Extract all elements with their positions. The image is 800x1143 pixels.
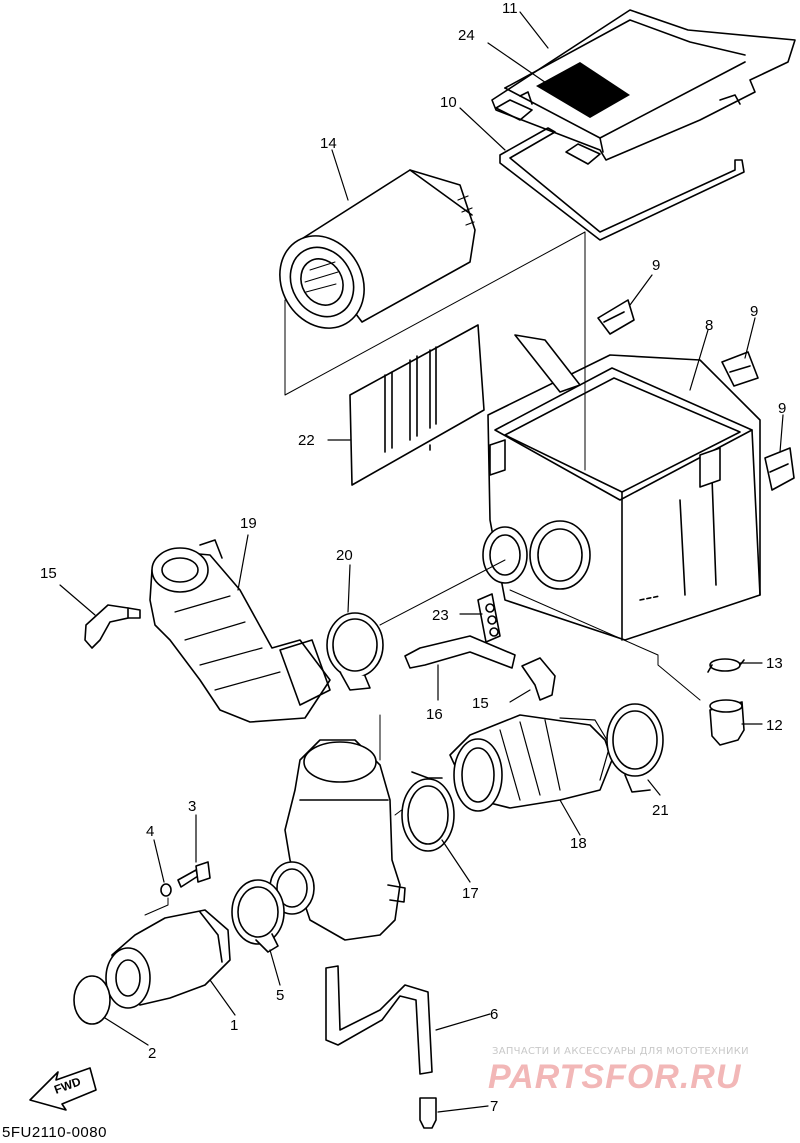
callout-20: 20 <box>336 547 353 564</box>
o-ring-2 <box>73 975 111 1025</box>
callout-5: 5 <box>276 987 284 1004</box>
callout-18: 18 <box>570 835 587 852</box>
hose-clip-23 <box>477 593 501 643</box>
callout-9-c: 9 <box>778 400 786 417</box>
assembly-guide-line <box>144 897 169 916</box>
callout-13: 13 <box>766 655 783 672</box>
callout-19: 19 <box>240 515 257 532</box>
callout-3: 3 <box>188 798 196 815</box>
airbox-outlets <box>482 520 591 590</box>
callout-24: 24 <box>458 27 475 44</box>
callout-7: 7 <box>490 1098 498 1115</box>
leader-lines <box>59 11 784 1113</box>
drain-hose-6 <box>325 965 433 1075</box>
callout-numbers: 11 24 10 14 9 9 9 8 22 19 15 20 23 13 15… <box>40 0 786 1115</box>
airbox-case <box>487 334 761 641</box>
air-filter-element <box>279 169 476 329</box>
hose-clamp-21 <box>606 703 664 793</box>
fwd-arrow-icon: FWD <box>29 1067 97 1111</box>
cover-gasket <box>499 127 745 241</box>
callout-1: 1 <box>230 1017 238 1034</box>
hose-clamp-17 <box>401 771 455 852</box>
air-intake-joint-upper <box>149 539 331 723</box>
elbow-fitting-middle <box>521 657 556 701</box>
carburetor <box>269 739 406 941</box>
clip-13 <box>707 658 745 673</box>
washer-4 <box>160 883 172 897</box>
screw-3 <box>177 861 211 888</box>
airbox-cover <box>491 9 796 165</box>
callout-15-a: 15 <box>40 565 57 582</box>
callout-21: 21 <box>652 802 669 819</box>
callout-4: 4 <box>146 823 154 840</box>
callout-9-b: 9 <box>750 303 758 320</box>
hose-clamp-5 <box>231 879 285 953</box>
callout-10: 10 <box>440 94 457 111</box>
callout-2: 2 <box>148 1045 156 1062</box>
callout-12: 12 <box>766 717 783 734</box>
assembly-guide-line <box>509 589 701 701</box>
callout-11: 11 <box>502 0 518 17</box>
assembly-guide-line <box>284 231 586 396</box>
callout-16: 16 <box>426 706 443 723</box>
hose-clamp-20 <box>326 612 384 691</box>
assembly-guide-line <box>379 559 506 626</box>
elbow-fitting-left <box>84 604 141 649</box>
callout-14: 14 <box>320 135 337 152</box>
callout-9-a: 9 <box>652 257 660 274</box>
carb-joint-1 <box>105 909 231 1009</box>
plug-7 <box>419 1097 437 1129</box>
callout-17: 17 <box>462 885 479 902</box>
breather-hose-16 <box>404 635 516 669</box>
watermark-tagline: ЗАПЧАСТИ И АКСЕССУАРЫ ДЛЯ МОТОТЕХНИКИ <box>492 1046 749 1057</box>
clip-b <box>721 351 759 387</box>
drain-cap-12 <box>709 699 745 746</box>
watermark-logo: PARTSFOR.RU <box>488 1058 742 1096</box>
callout-8: 8 <box>705 317 713 334</box>
clip-a <box>597 299 635 335</box>
callout-15-b: 15 <box>472 695 489 712</box>
clip-c <box>764 447 795 491</box>
callout-22: 22 <box>298 432 315 449</box>
air-intake-joint-18 <box>449 714 613 812</box>
diagram-code: 5FU2110-0080 <box>2 1124 107 1141</box>
callout-23: 23 <box>432 607 449 624</box>
filter-guide-plate <box>349 324 485 486</box>
callout-6: 6 <box>490 1006 498 1023</box>
